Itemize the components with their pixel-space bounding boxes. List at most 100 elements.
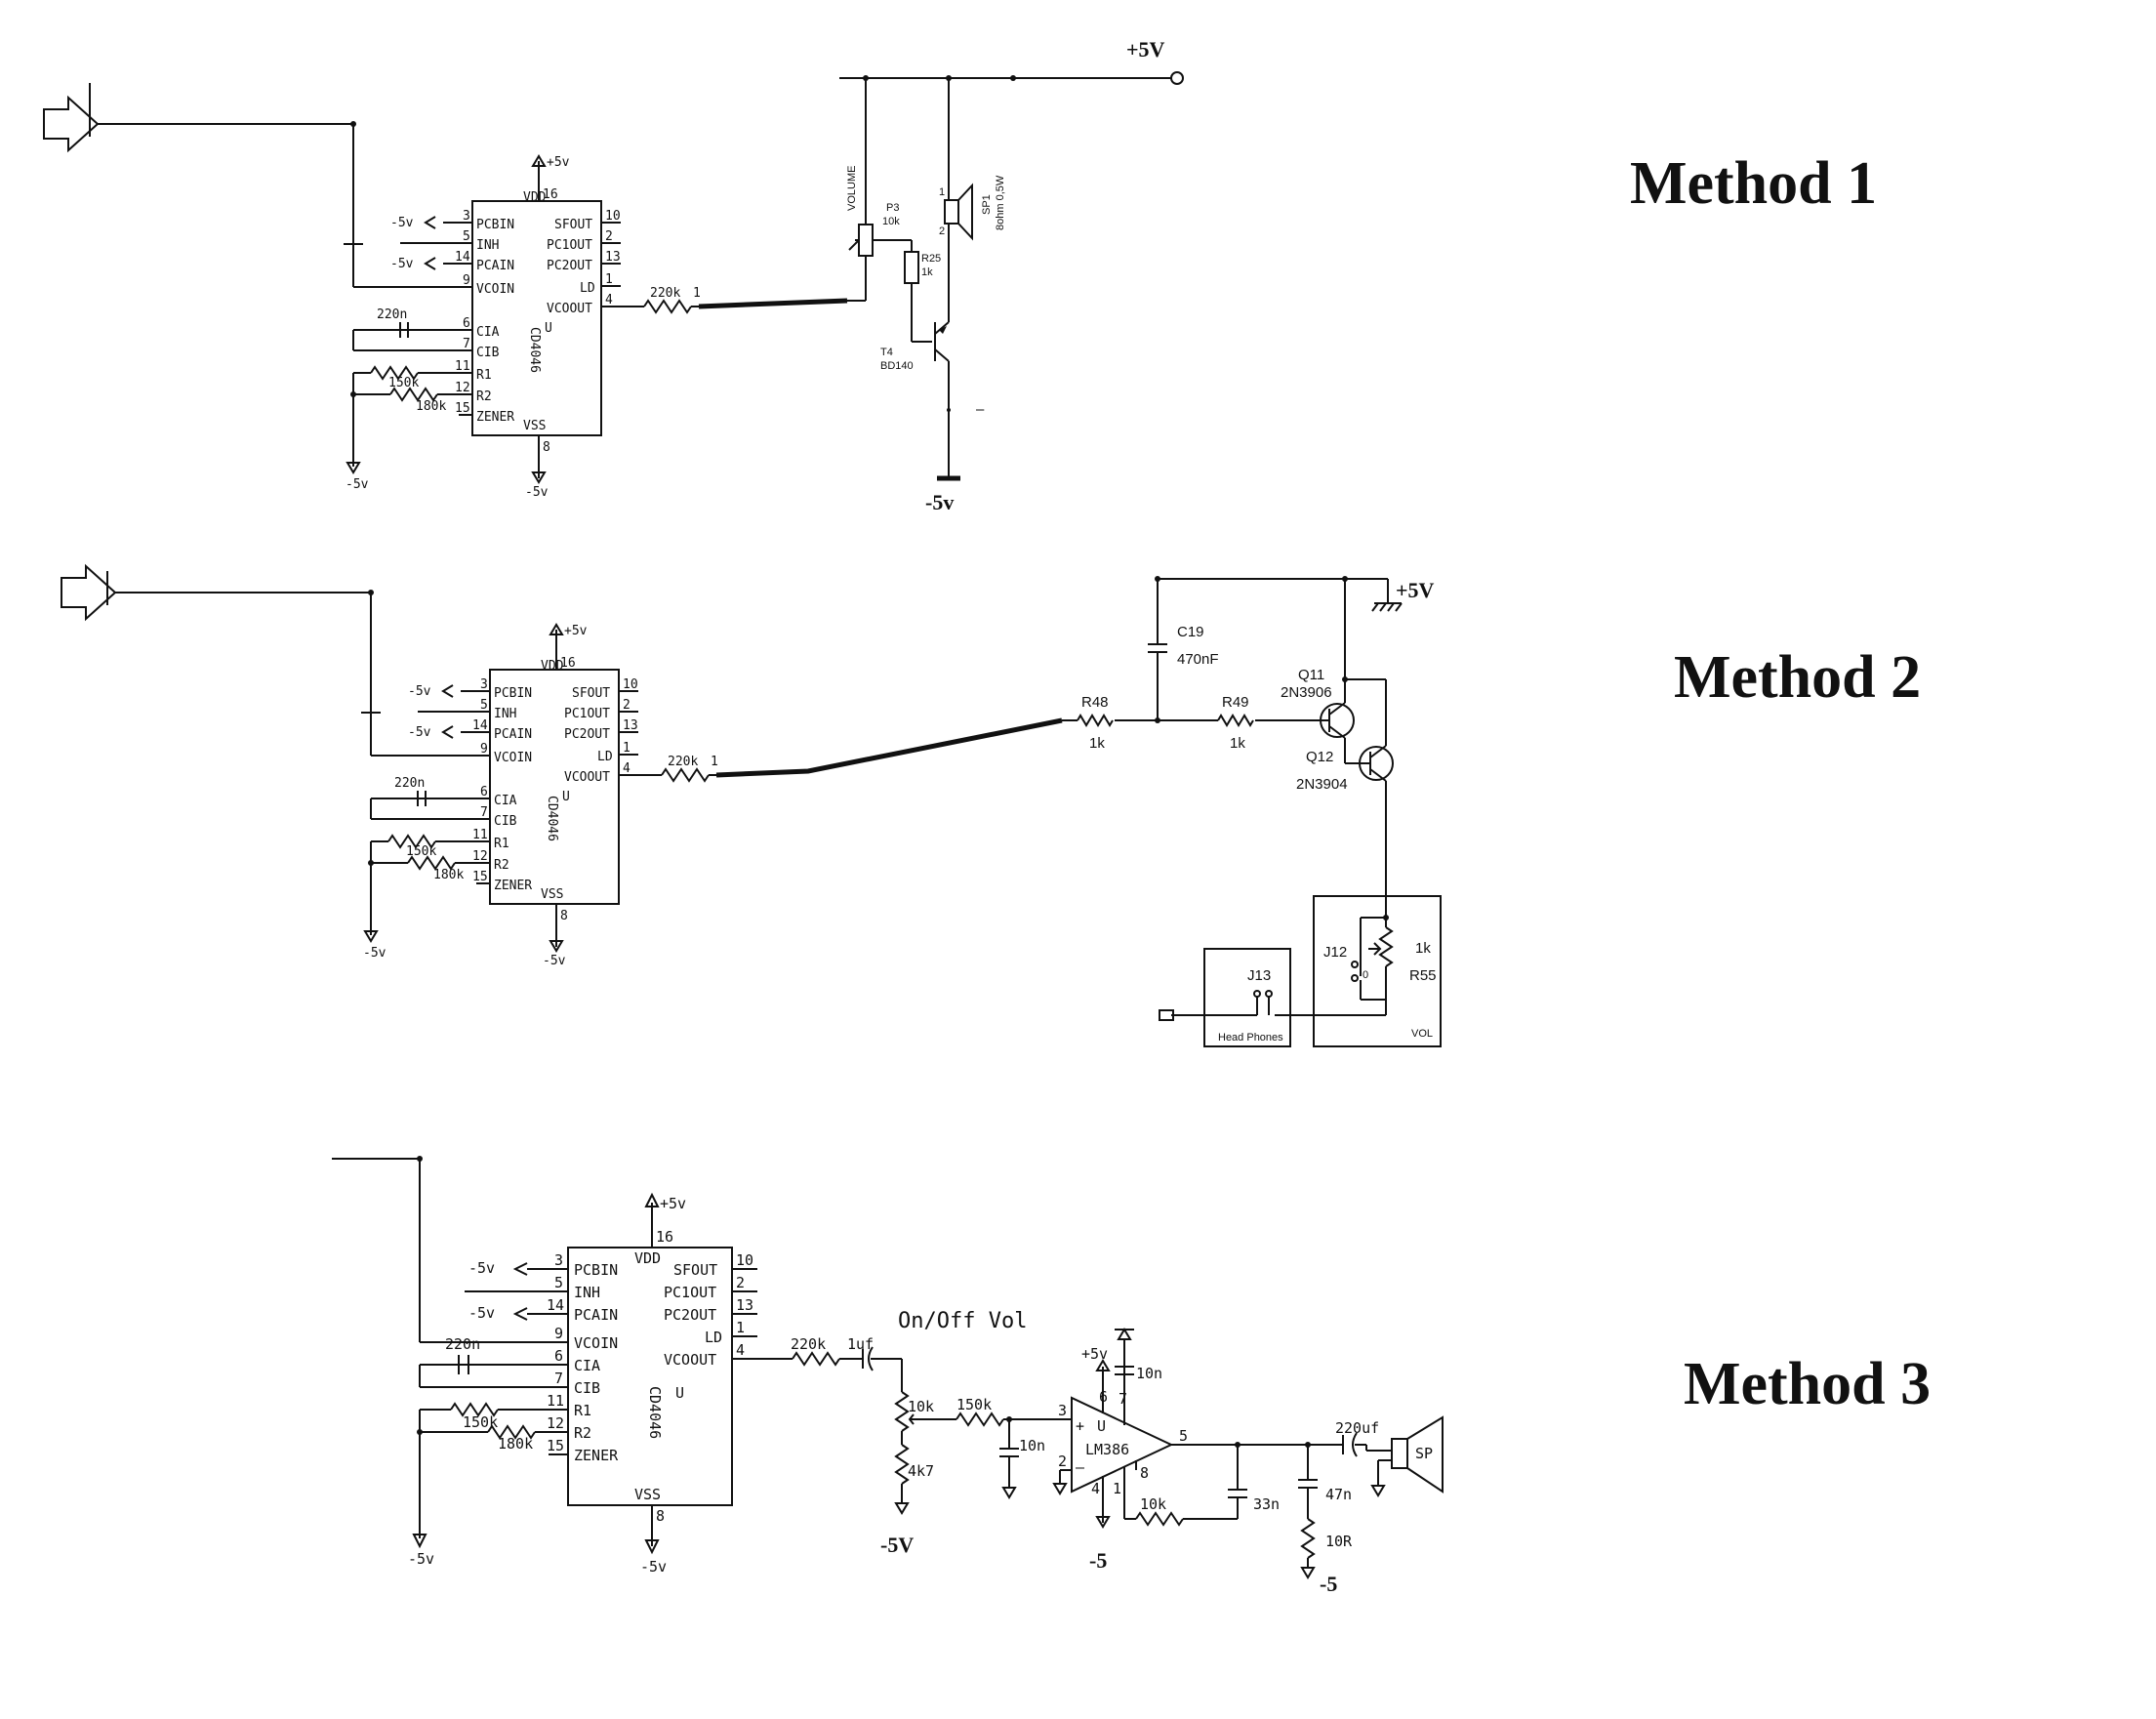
amp-pin: 1 bbox=[1113, 1480, 1121, 1497]
neg-supply-label: -5v bbox=[468, 1304, 495, 1322]
pin-label: VCOIN bbox=[574, 1334, 618, 1352]
amp-pin: 2 bbox=[1058, 1453, 1067, 1470]
r25-ref: R25 bbox=[921, 253, 941, 265]
amp-minus-mark: – bbox=[1076, 1458, 1085, 1476]
neg-rail-a: -5V bbox=[880, 1533, 914, 1557]
method2-title: Method 2 bbox=[1674, 644, 1921, 711]
spk-pin1: 1 bbox=[939, 186, 945, 198]
r1-label: 150k bbox=[406, 844, 436, 859]
pin-label: PCBIN bbox=[574, 1261, 618, 1279]
pin-label: R2 bbox=[476, 389, 492, 404]
r1-label: 150k bbox=[463, 1413, 498, 1431]
pin-label: PCBIN bbox=[476, 218, 514, 232]
r150-label: 150k bbox=[956, 1396, 992, 1413]
pin-num: 2 bbox=[736, 1274, 745, 1291]
method3-circuit: VDD VSS U CD4046 +5v 16 8 -5v PCBIN INH … bbox=[332, 1156, 1444, 1596]
method3-title: Method 3 bbox=[1684, 1351, 1931, 1417]
amp-vplus: +5v bbox=[1081, 1345, 1108, 1363]
pin-label: INH bbox=[494, 707, 516, 721]
ic-part-label: CD4046 bbox=[646, 1386, 664, 1439]
vol-label: VOL bbox=[1411, 1028, 1433, 1040]
headphones-label: Head Phones bbox=[1218, 1032, 1283, 1044]
pot-label: 10k bbox=[908, 1398, 934, 1415]
pin-num: 11 bbox=[455, 359, 470, 374]
pin-label: ZENER bbox=[476, 410, 514, 425]
neg-supply-label: -5v bbox=[390, 257, 414, 271]
r49-val: 1k bbox=[1230, 735, 1245, 752]
pin-label: CIA bbox=[476, 325, 500, 340]
vss-label: VSS bbox=[541, 887, 563, 902]
pin-label: INH bbox=[476, 238, 499, 253]
neg-supply-label: -5v bbox=[363, 946, 386, 961]
pin-num: 2 bbox=[623, 698, 631, 713]
pin-num: 13 bbox=[623, 718, 638, 733]
vss-label: VSS bbox=[523, 419, 546, 433]
pin-num: 10 bbox=[623, 677, 638, 692]
pin-num: 10 bbox=[605, 209, 621, 224]
pin-num: 11 bbox=[547, 1392, 564, 1410]
pin-num: 12 bbox=[547, 1414, 564, 1432]
neg-rail-b: -5 bbox=[1089, 1548, 1107, 1573]
onoff-vol-header: On/Off Vol bbox=[898, 1309, 1027, 1333]
pin-label: SFOUT bbox=[554, 218, 592, 232]
pin-num: 7 bbox=[554, 1370, 563, 1387]
pin-num: 3 bbox=[554, 1251, 563, 1269]
pin-label: PCAIN bbox=[574, 1306, 618, 1324]
out-res-pin: 1 bbox=[693, 286, 701, 301]
pot-val: 10k bbox=[882, 216, 900, 227]
vss-supply-label: -5v bbox=[543, 954, 566, 968]
r2-label: 180k bbox=[498, 1435, 533, 1453]
method2-output-stage: R48 1k C19 470nF +5V R49 1k Q11 2N3906 bbox=[1062, 576, 1442, 1047]
amp-plus-mark: + bbox=[1076, 1417, 1084, 1435]
pin-num: 5 bbox=[480, 698, 488, 713]
r25-val: 1k bbox=[921, 266, 933, 278]
pin-num: 4 bbox=[605, 293, 613, 307]
ic-unit-label: U bbox=[562, 790, 570, 804]
vss-supply-label: -5v bbox=[640, 1558, 667, 1576]
pin-num: 15 bbox=[472, 870, 488, 884]
pin-num: 15 bbox=[547, 1437, 564, 1454]
ic-part-label: CD4046 bbox=[527, 327, 542, 373]
pin-label: PC2OUT bbox=[664, 1306, 716, 1324]
r48-ref: R48 bbox=[1081, 694, 1109, 711]
pin-num: 3 bbox=[463, 209, 470, 224]
amp-pin: 5 bbox=[1179, 1427, 1188, 1445]
pin-label: PC2OUT bbox=[564, 727, 610, 742]
c220u-label: 220uf bbox=[1335, 1419, 1379, 1437]
pin-num: 13 bbox=[736, 1296, 753, 1314]
pin-num: 9 bbox=[463, 273, 470, 288]
out-res-pin: 1 bbox=[711, 755, 718, 769]
pin-label: SFOUT bbox=[572, 686, 610, 701]
pin-label: INH bbox=[574, 1284, 600, 1301]
neg-supply-label: -5v bbox=[408, 684, 431, 699]
input-cap-label: 1uf bbox=[847, 1335, 874, 1353]
neg-rail-c: -5 bbox=[1320, 1572, 1337, 1596]
supply-terminal bbox=[1170, 71, 1184, 85]
pin-num: 1 bbox=[605, 272, 613, 287]
pin-num: 1 bbox=[736, 1319, 745, 1336]
q12-part: 2N3904 bbox=[1296, 776, 1348, 793]
pin-label: LD bbox=[580, 281, 595, 296]
pin16-num: 16 bbox=[543, 187, 558, 202]
pin-label: PC1OUT bbox=[547, 238, 592, 253]
spk-label: SP bbox=[1415, 1445, 1433, 1462]
pin-label: CIA bbox=[494, 794, 517, 808]
pin-label: R2 bbox=[494, 858, 509, 873]
timing-cap-label: 220n bbox=[377, 307, 407, 322]
vdd-label: VDD bbox=[523, 190, 547, 205]
cd4046-chip bbox=[489, 669, 620, 905]
pin-num: 14 bbox=[547, 1296, 564, 1314]
pin16-num: 16 bbox=[560, 656, 576, 671]
pin-label: PC1OUT bbox=[564, 707, 610, 721]
vdd-label: VDD bbox=[541, 659, 564, 674]
pos-rail-label: +5V bbox=[1126, 37, 1165, 61]
lm386-amp bbox=[1071, 1396, 1174, 1494]
j12-ref: J12 bbox=[1323, 944, 1347, 961]
pin-label: PCBIN bbox=[494, 686, 532, 701]
pin-label: ZENER bbox=[494, 879, 532, 893]
pot-volume-label: VOLUME bbox=[846, 166, 858, 211]
pin-num: 14 bbox=[472, 718, 488, 733]
out-res-label: 220k bbox=[668, 755, 698, 769]
vdd-supply-label: +5v bbox=[547, 155, 570, 170]
